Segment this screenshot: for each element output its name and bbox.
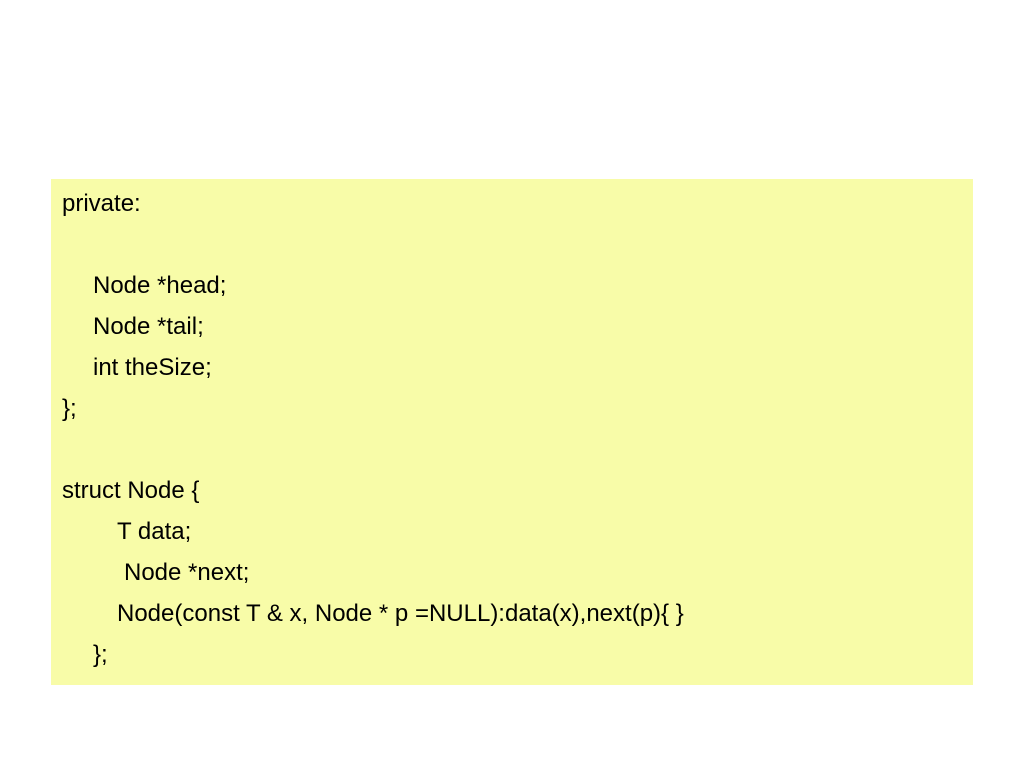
- code-line-next-member: Node *next;: [124, 559, 250, 586]
- code-line-blank: [51, 224, 973, 265]
- code-line-thesize: int theSize;: [93, 354, 212, 381]
- code-line-data-member: T data;: [117, 518, 192, 545]
- code-line-head: Node *head;: [93, 272, 227, 299]
- code-line-tail: Node *tail;: [93, 313, 204, 340]
- code-snippet-box: private: Node *head; Node *tail; int the…: [51, 179, 973, 685]
- code-line-struct-close: };: [93, 641, 108, 668]
- code-line-blank: [51, 429, 973, 470]
- code-line-struct-node: struct Node {: [62, 477, 200, 504]
- code-line-private: private:: [62, 190, 141, 217]
- code-line-constructor: Node(const T & x, Node * p =NULL):data(x…: [117, 600, 684, 627]
- code-line-class-close: };: [62, 395, 77, 422]
